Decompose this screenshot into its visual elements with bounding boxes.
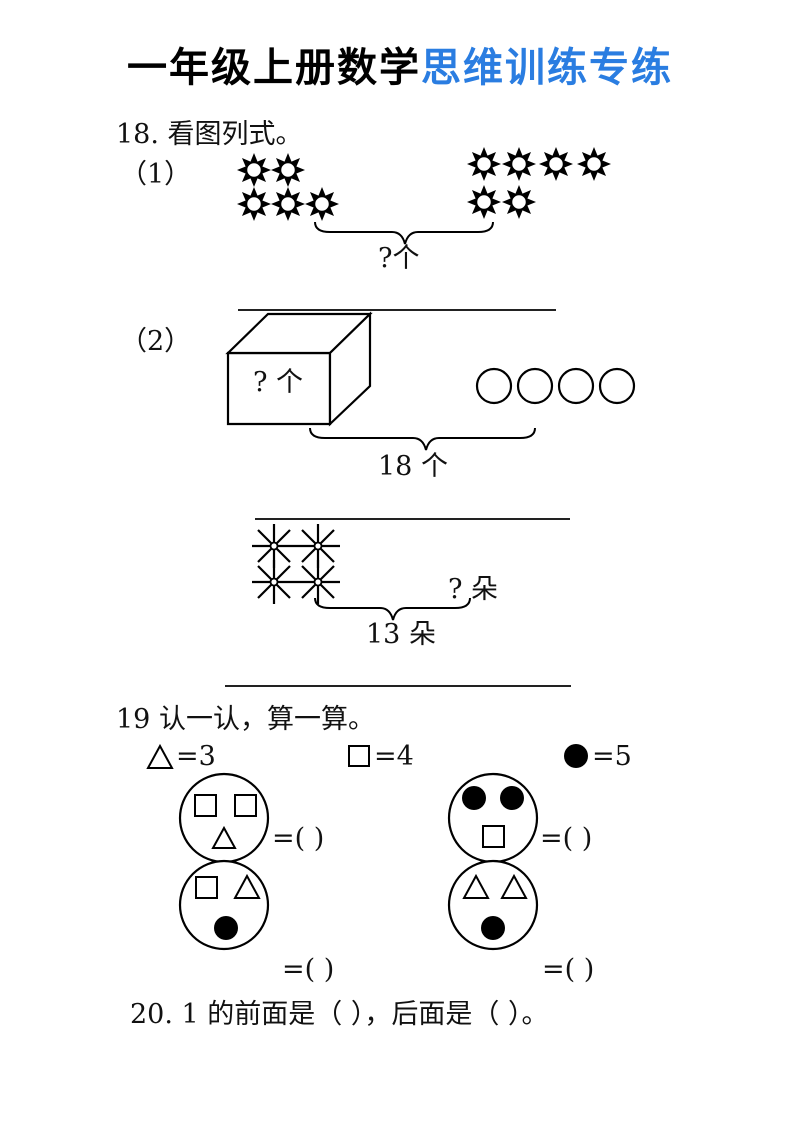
- filled-circle-icon: [564, 744, 588, 768]
- q18-p3-question-label: ? 朵: [448, 574, 499, 605]
- sun-icon: [466, 146, 502, 182]
- figure-left-top: [178, 772, 270, 864]
- legend-triangle-value: =3: [176, 741, 216, 772]
- q18-p1-brace-label: ?个: [378, 243, 420, 274]
- filled-circle-icon: [214, 916, 238, 940]
- sun-icon: [538, 146, 574, 182]
- sun-icon: [236, 152, 272, 188]
- q18-p3-total-label: 13 朵: [366, 619, 436, 650]
- circle-icon: [598, 367, 636, 405]
- triangle-icon: [211, 825, 237, 849]
- triangle-icon: [462, 873, 490, 899]
- brace-part3: [314, 597, 471, 621]
- q18-p2-total-label: 18 个: [378, 451, 448, 482]
- sun-group-left: [236, 152, 340, 222]
- sun-icon: [466, 184, 502, 220]
- answer-blank-left-bottom[interactable]: =( ): [282, 954, 335, 985]
- sun-icon: [576, 146, 612, 182]
- square-icon: [482, 825, 505, 848]
- triangle-icon: [233, 873, 261, 899]
- answer-blank-right-top[interactable]: =( ): [540, 823, 593, 854]
- q20-text: 20. 1 的前面是（ ），后面是（ ）。: [130, 999, 549, 1030]
- title-part-2: 思维训练专练: [421, 45, 673, 91]
- triangle-icon: [146, 743, 174, 769]
- title-part-1: 一年级上册数学: [127, 45, 421, 91]
- q18-p2-answer-line[interactable]: [255, 518, 570, 520]
- sun-icon: [304, 186, 340, 222]
- circle-icon: [475, 367, 513, 405]
- legend-square-value: =4: [374, 741, 414, 772]
- q18-p1-answer-line[interactable]: [238, 309, 556, 311]
- filled-circle-icon: [500, 786, 524, 810]
- square-icon: [195, 876, 218, 899]
- square-icon: [194, 794, 217, 817]
- sun-group-right: [466, 146, 612, 220]
- brace-part1: [314, 221, 494, 245]
- q18-p3-answer-line[interactable]: [225, 685, 571, 687]
- filled-circle-icon: [462, 786, 486, 810]
- sun-icon: [270, 152, 306, 188]
- square-icon: [348, 745, 370, 767]
- cube-box: [225, 311, 373, 427]
- page-title: 一年级上册数学思维训练专练: [0, 40, 800, 96]
- circle-row: [475, 367, 636, 405]
- q18-heading: 18. 看图列式。: [116, 119, 303, 150]
- circle-icon: [557, 367, 595, 405]
- triangle-icon: [500, 873, 528, 899]
- figure-left-bottom: [178, 859, 270, 951]
- answer-blank-right-bottom[interactable]: =( ): [542, 954, 595, 985]
- sun-icon: [270, 186, 306, 222]
- q18-p2-box-label: ? 个: [253, 367, 304, 398]
- snowflake-group: [250, 522, 342, 606]
- sun-icon: [501, 146, 537, 182]
- q18-part1-label: （1）: [120, 159, 192, 190]
- brace-part2: [309, 427, 536, 451]
- q18-part2-label: （2）: [120, 326, 192, 357]
- snowflake-icon: [294, 558, 342, 606]
- q19-heading: 19 认一认，算一算。: [116, 704, 375, 735]
- answer-blank-left-top[interactable]: =( ): [272, 823, 325, 854]
- legend-circle-value: =5: [592, 741, 632, 772]
- sun-icon: [501, 184, 537, 220]
- filled-circle-icon: [481, 916, 505, 940]
- figure-right-top: [447, 772, 539, 864]
- figure-right-bottom: [447, 859, 539, 951]
- sun-icon: [236, 186, 272, 222]
- square-icon: [234, 794, 257, 817]
- circle-icon: [516, 367, 554, 405]
- snowflake-icon: [250, 558, 298, 606]
